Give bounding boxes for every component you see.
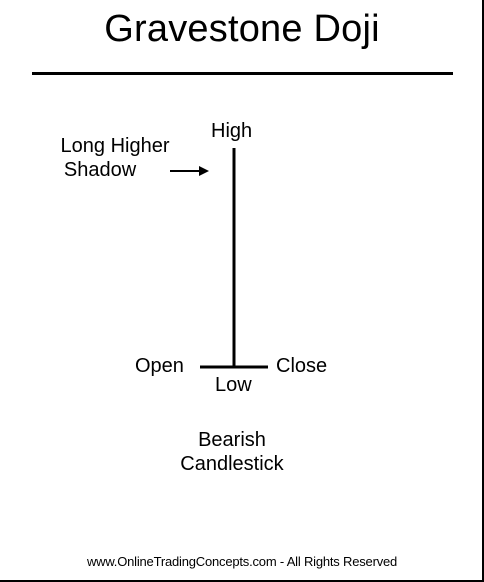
- shadow-label-line2: Shadow: [63, 159, 137, 181]
- title-underline: [32, 72, 453, 75]
- close-label: Close: [276, 355, 328, 377]
- shadow-label-line1: Long Higher: [60, 135, 170, 157]
- caption-line1: Bearish: [198, 429, 266, 451]
- copyright-footer: www.OnlineTradingConcepts.com - All Righ…: [86, 554, 398, 569]
- arrow-right-icon: [170, 166, 209, 176]
- shadow-label: Long Higher Shadow: [40, 134, 190, 182]
- caption: Bearish Candlestick: [132, 428, 332, 476]
- open-label: Open: [135, 355, 184, 377]
- high-label: High: [211, 120, 253, 142]
- low-label: Low: [215, 374, 252, 396]
- caption-line2: Candlestick: [180, 453, 284, 475]
- diagram-title: Gravestone Doji: [104, 8, 380, 50]
